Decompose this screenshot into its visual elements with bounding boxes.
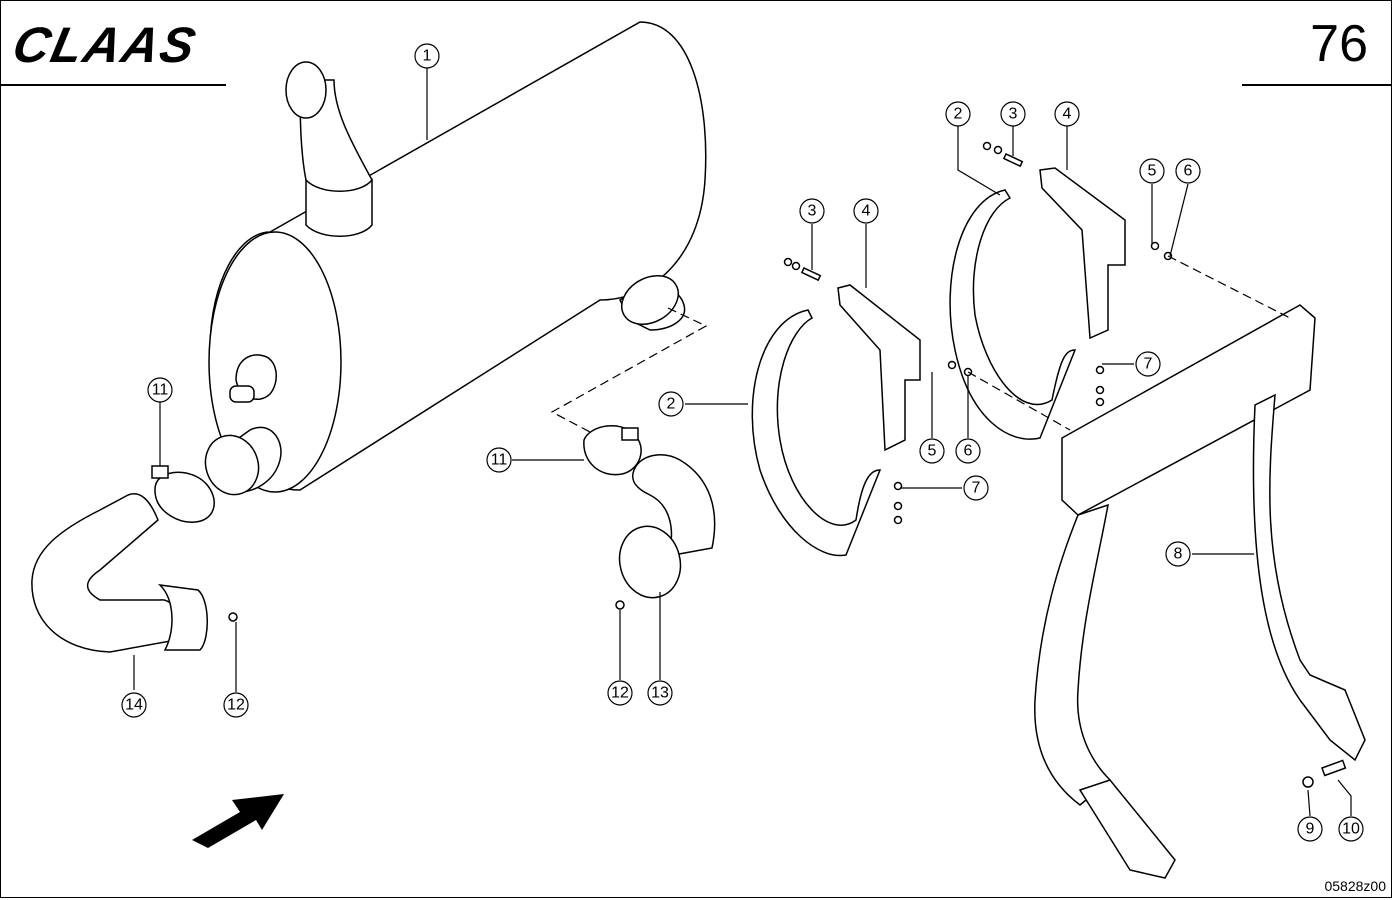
header-rule-right [1242, 84, 1392, 86]
svg-text:3: 3 [1009, 106, 1018, 123]
bracket-left [837, 284, 921, 452]
leader-lines [133, 68, 1352, 817]
drawing-code: 05828z00 [1324, 878, 1386, 894]
callout-10: 10 [1338, 816, 1364, 842]
callout-3-right: 3 [1000, 101, 1026, 127]
hose-clamp-left [151, 465, 215, 523]
callout-11-left: 11 [147, 377, 173, 403]
bracket-right [1039, 167, 1126, 340]
muffler [204, 21, 707, 496]
svg-text:1: 1 [423, 48, 432, 65]
callout-1: 1 [414, 43, 440, 69]
svg-text:11: 11 [491, 452, 508, 469]
callout-11-middle: 11 [486, 447, 512, 473]
svg-text:11: 11 [152, 382, 169, 399]
callout-3-left: 3 [799, 198, 825, 224]
callout-7-right: 7 [1135, 351, 1161, 377]
callout-13: 13 [647, 680, 673, 706]
svg-text:8: 8 [1174, 546, 1183, 563]
svg-text:3: 3 [808, 203, 817, 220]
band-strap-right [949, 189, 1077, 440]
band-strap-left [751, 309, 882, 557]
svg-text:6: 6 [964, 443, 973, 460]
svg-text:2: 2 [954, 106, 963, 123]
svg-text:2: 2 [667, 396, 676, 413]
callout-4-left: 4 [853, 198, 879, 224]
callout-4-right: 4 [1054, 101, 1080, 127]
exhaust-pipe-curved [31, 493, 208, 653]
svg-text:14: 14 [125, 697, 143, 714]
alignment-lines [550, 255, 1291, 433]
callout-12-left: 12 [223, 692, 249, 718]
callout-6-right: 6 [1175, 158, 1201, 184]
support-frame [1034, 304, 1366, 879]
svg-text:5: 5 [1148, 163, 1157, 180]
page-number: 76 [1310, 15, 1368, 73]
svg-text:6: 6 [1184, 163, 1193, 180]
hose-clamp-middle [583, 425, 642, 476]
svg-text:12: 12 [227, 697, 245, 714]
callout-12-middle: 12 [607, 680, 633, 706]
callout-8: 8 [1165, 541, 1191, 567]
svg-text:10: 10 [1342, 821, 1360, 838]
callout-14: 14 [121, 692, 147, 718]
header-rule-left [0, 84, 226, 86]
callout-9: 9 [1297, 816, 1323, 842]
callout-5-right: 5 [1139, 158, 1165, 184]
forward-arrow-icon [192, 794, 284, 848]
callout-6-left: 6 [955, 438, 981, 464]
svg-text:9: 9 [1306, 821, 1315, 838]
svg-text:7: 7 [972, 480, 981, 497]
svg-text:12: 12 [611, 685, 629, 702]
elbow-hose-flange [618, 454, 716, 599]
callout-7-left: 7 [963, 475, 989, 501]
svg-text:5: 5 [928, 443, 937, 460]
svg-text:7: 7 [1144, 356, 1153, 373]
callout-2-left: 2 [658, 391, 684, 417]
callout-2-right: 2 [945, 101, 971, 127]
svg-text:13: 13 [651, 685, 669, 702]
svg-text:4: 4 [1063, 106, 1072, 123]
callout-5-left: 5 [919, 438, 945, 464]
svg-text:4: 4 [862, 203, 871, 220]
